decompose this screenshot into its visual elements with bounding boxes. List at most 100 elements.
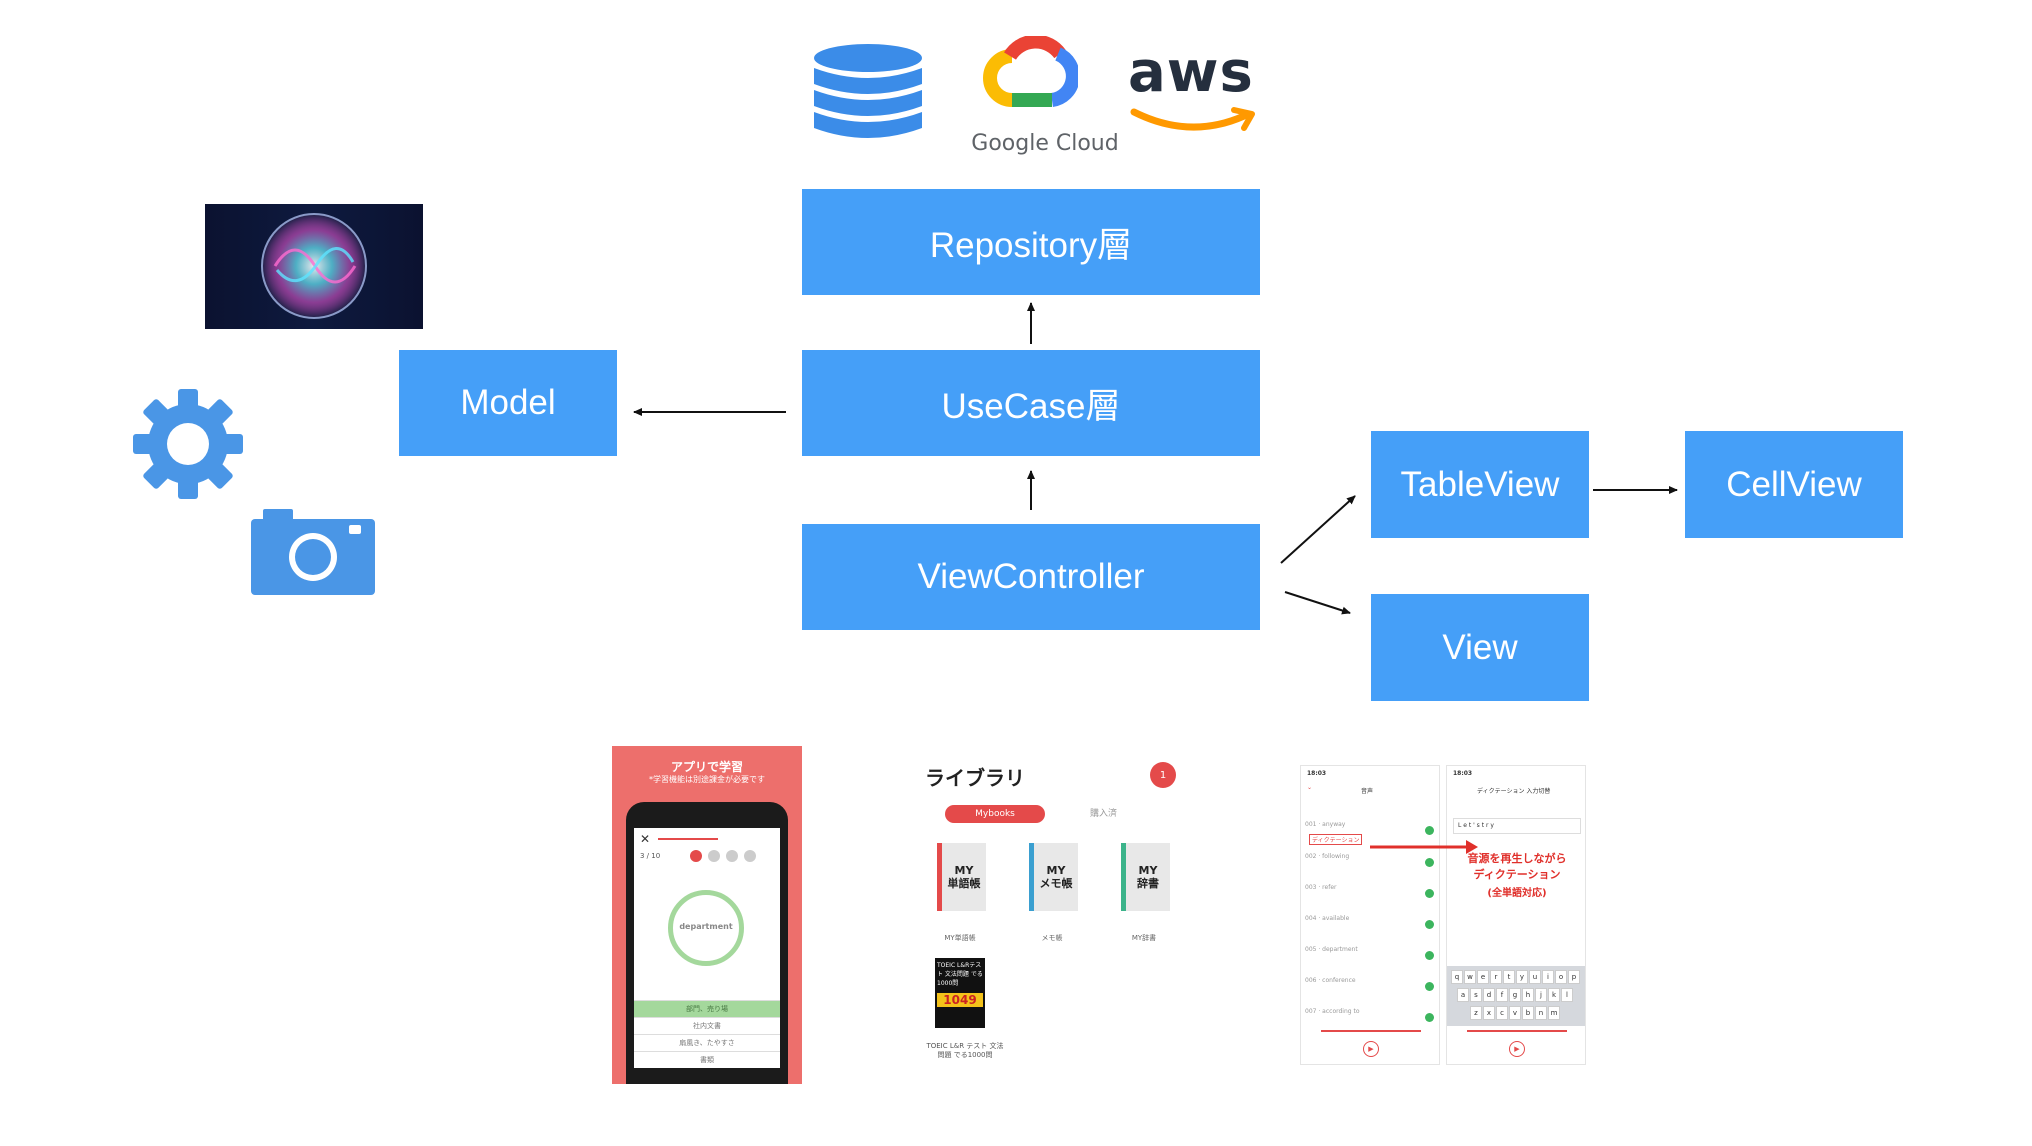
option-chip [708, 850, 720, 862]
key[interactable]: l [1561, 988, 1573, 1002]
dictation-pane: 18:03 ディクテーション 入力切替 L e t ' s t r y 音源を再… [1446, 765, 1586, 1065]
key[interactable]: n [1535, 1006, 1547, 1020]
key[interactable]: f [1496, 988, 1508, 1002]
mode-label[interactable]: ディクテーション [1309, 834, 1363, 845]
quiz-title: アプリで学習 [670, 760, 743, 774]
check-icon [1425, 889, 1434, 898]
book-label: MY 単語帳 [947, 864, 981, 890]
google-cloud-icon [983, 36, 1078, 107]
key[interactable]: t [1503, 970, 1515, 984]
toeic-caption: TOEIC L&R テスト 文法問題 でる1000問 [926, 1042, 1004, 1059]
quiz-subtitle: *学習機能は別途課金が必要です [649, 775, 765, 784]
key[interactable]: a [1457, 988, 1469, 1002]
viewcontroller-label: ViewController [917, 557, 1145, 596]
tableview-label: TableView [1400, 464, 1560, 504]
book-label: MY メモ帳 [1039, 864, 1073, 890]
callout-line2: ディクテーション [1473, 868, 1561, 881]
list-item[interactable]: 002 · following [1305, 853, 1350, 860]
database-icon [814, 44, 922, 138]
answer-option[interactable]: 扇風き、たやすさ [634, 1034, 780, 1051]
key[interactable]: k [1548, 988, 1560, 1002]
key[interactable]: y [1516, 970, 1528, 984]
dictation-screenshot: 18:03 音声 ⌄ 001 · anyway ディクテーション 002 · f… [1300, 765, 1586, 1065]
toeic-book-cover[interactable]: TOEIC L&Rテスト 文法問題 でる1000問 1049 [935, 958, 985, 1028]
book-label: MY 辞書 [1137, 864, 1159, 890]
list-item[interactable]: 003 · refer [1305, 884, 1337, 891]
key[interactable]: x [1483, 1006, 1495, 1020]
key[interactable]: w [1464, 970, 1476, 984]
key[interactable]: d [1483, 988, 1495, 1002]
list-item[interactable]: 005 · department [1305, 946, 1358, 953]
list-item[interactable]: 004 · available [1305, 915, 1350, 922]
callout-line3: (全単語対応) [1487, 888, 1547, 899]
key[interactable]: s [1470, 988, 1482, 1002]
answer-option[interactable]: 書類 [634, 1051, 780, 1068]
option-chip [744, 850, 756, 862]
answer-option[interactable]: 部門、売り場 [634, 1000, 780, 1017]
callout-arrow [1370, 840, 1478, 854]
google-cloud-text: Google Cloud [971, 131, 1119, 156]
answer-option[interactable]: 社内文書 [634, 1017, 780, 1034]
book-caption: MY辞書 [1131, 934, 1157, 942]
key[interactable]: r [1490, 970, 1502, 984]
key[interactable]: u [1529, 970, 1541, 984]
key[interactable]: o [1555, 970, 1567, 984]
model-label: Model [460, 383, 556, 422]
play-icon[interactable]: ▶ [1509, 1041, 1525, 1057]
check-icon [1425, 982, 1434, 991]
arrow-viewcontroller-to-tableview [1280, 495, 1356, 564]
tab-mybooks[interactable]: Mybooks [945, 805, 1045, 823]
gear-icon [133, 389, 243, 499]
library-screenshot: ライブラリ 1 Mybooks 購入済 MY 単語帳 MY メモ帳 MY 辞書 … [915, 750, 1185, 1080]
close-icon: ✕ [640, 832, 651, 846]
key[interactable]: m [1548, 1006, 1560, 1020]
key[interactable]: p [1568, 970, 1580, 984]
check-icon [1425, 920, 1434, 929]
tab-purchased[interactable]: 購入済 [1090, 809, 1118, 819]
key[interactable]: j [1535, 988, 1547, 1002]
play-icon[interactable]: ▶ [1363, 1041, 1379, 1057]
notification-badge[interactable]: 1 [1150, 762, 1176, 788]
key[interactable]: i [1542, 970, 1554, 984]
book-my-vocab[interactable]: MY 単語帳 [937, 843, 986, 911]
view-box: View [1371, 594, 1589, 701]
cellview-box: CellView [1685, 431, 1903, 538]
list-item[interactable]: 001 · anyway [1305, 821, 1346, 828]
timer-ring [668, 890, 744, 966]
key[interactable]: h [1522, 988, 1534, 1002]
model-box: Model [399, 350, 617, 456]
key[interactable]: z [1470, 1006, 1482, 1020]
word-list-pane: 18:03 音声 ⌄ 001 · anyway ディクテーション 002 · f… [1300, 765, 1440, 1065]
list-header: 音声 [1361, 788, 1374, 795]
chevron-down-icon[interactable]: ⌄ [1307, 784, 1313, 791]
audio-progress[interactable] [1467, 1030, 1567, 1032]
repository-layer-box: Repository層 [802, 189, 1260, 295]
tableview-box: TableView [1371, 431, 1589, 538]
camera-icon [251, 509, 375, 595]
key[interactable]: g [1509, 988, 1521, 1002]
toeic-cover-title: TOEIC L&Rテスト 文法問題 でる1000問 [937, 962, 983, 987]
key[interactable]: q [1451, 970, 1463, 984]
aws-text: aws [1128, 40, 1254, 105]
book-my-memo[interactable]: MY メモ帳 [1029, 843, 1078, 911]
status-time: 18:03 [1453, 770, 1473, 777]
option-chip [726, 850, 738, 862]
key[interactable]: c [1496, 1006, 1508, 1020]
repository-label: Repository層 [929, 225, 1133, 265]
key[interactable]: b [1522, 1006, 1534, 1020]
toeic-price: 1049 [937, 993, 983, 1007]
quiz-app-screenshot: アプリで学習 *学習機能は別途課金が必要です ✕ 3 / 10 departme… [612, 746, 802, 1084]
dictation-input[interactable]: L e t ' s t r y [1453, 818, 1581, 834]
check-icon [1425, 951, 1434, 960]
key[interactable]: e [1477, 970, 1489, 984]
cellview-label: CellView [1726, 464, 1862, 504]
book-my-dict[interactable]: MY 辞書 [1121, 843, 1170, 911]
key[interactable]: v [1509, 1006, 1521, 1020]
callout-line1: 音源を再生しながら [1467, 852, 1567, 865]
check-icon [1425, 826, 1434, 835]
list-item[interactable]: 007 · according to [1305, 1008, 1360, 1015]
list-item[interactable]: 006 · conference [1305, 977, 1356, 984]
audio-progress[interactable] [1321, 1030, 1421, 1032]
viewcontroller-box: ViewController [802, 524, 1260, 630]
library-title: ライブラリ [925, 766, 1025, 790]
